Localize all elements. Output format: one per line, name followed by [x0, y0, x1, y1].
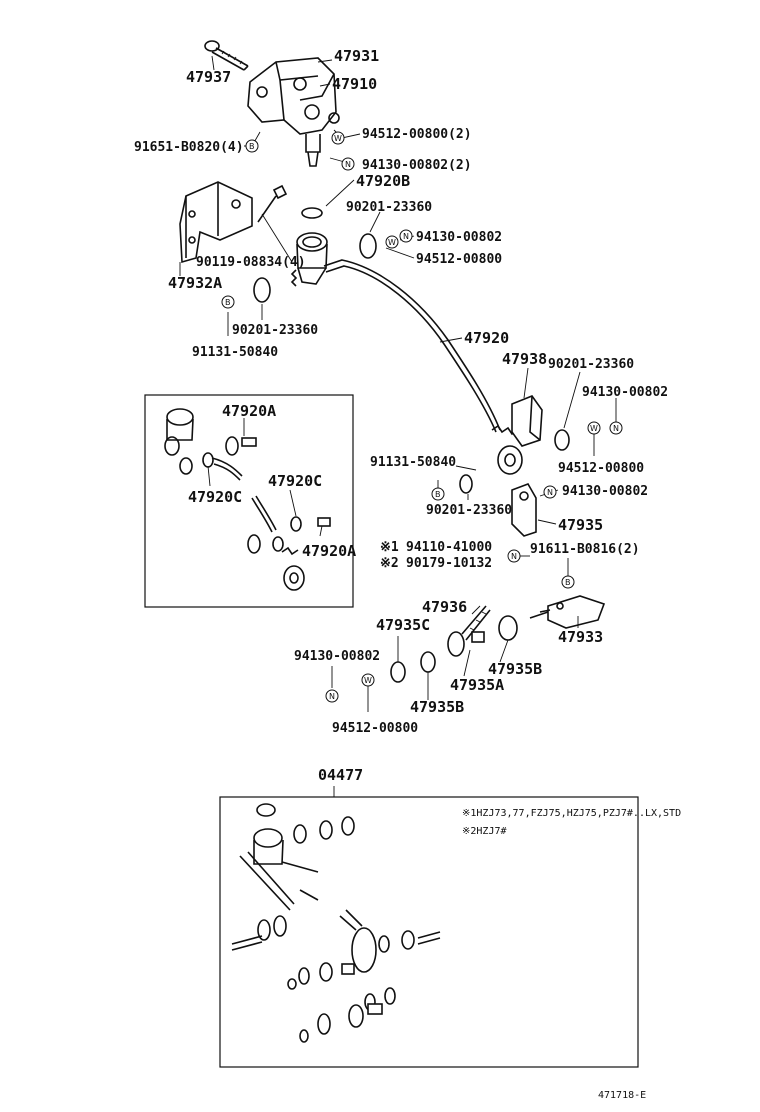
svg-text:N: N — [329, 692, 335, 701]
label-94130-00802-d: 94130-00802 — [294, 649, 380, 664]
label-47920c-left: 47920C — [188, 488, 242, 506]
leader-lines — [179, 55, 617, 797]
note2-mark: ※2 — [380, 556, 399, 571]
label-94130-00802-c: 94130-00802 — [562, 484, 648, 499]
cap-47920b — [301, 207, 323, 219]
label-94130-00802-2: 94130-00802(2) — [362, 158, 472, 173]
label-90201-23360-b: 90201-23360 — [232, 323, 318, 338]
label-47920a-bottom: 47920A — [302, 542, 356, 560]
label-94512-00800-a: 94512-00800 — [416, 252, 502, 267]
note1-mark: ※1 — [380, 540, 399, 555]
label-47935b-right: 47935B — [488, 660, 542, 678]
fastener-symbols: B W N W N B W N B N N B N W — [221, 131, 623, 703]
detail-inset-47920 — [144, 394, 354, 608]
washer-symbol-94512-a: W — [331, 131, 345, 145]
bracket-47932a — [179, 181, 253, 264]
note-1: ※1HZJ73,77,FZJ75,HZJ75,PZJ7#..LX,STD — [462, 808, 681, 819]
valve-assembly-drawing — [179, 40, 606, 683]
label-47920b: 47920B — [356, 172, 410, 190]
figure-id: 471718-E — [598, 1090, 646, 1101]
note-2: ※2HZJ7# — [462, 826, 507, 837]
bolt-47936 — [461, 605, 491, 641]
label-94130-00802-a: 94130-00802 — [416, 230, 502, 245]
label-47935: 47935 — [558, 516, 603, 534]
label-94512-00800-b: 94512-00800 — [558, 461, 644, 476]
bolt-symbol-91611: B — [561, 575, 575, 589]
svg-text:W: W — [590, 424, 598, 433]
nut-symbol-94130-e: N — [325, 689, 339, 703]
label-94512-00800-c: 94512-00800 — [332, 721, 418, 736]
part-labels: 47931 47937 47910 94512-00800(2) 91651-B… — [134, 47, 668, 784]
svg-text:N: N — [511, 552, 517, 561]
label-47933: 47933 — [558, 628, 603, 646]
svg-text:N: N — [403, 232, 409, 241]
nut-symbol-94110: N — [507, 549, 521, 563]
bolt-47937-drawing — [204, 40, 249, 71]
svg-text:N: N — [613, 424, 619, 433]
label-47935b-bottom: 47935B — [410, 698, 464, 716]
lever-joint-upper — [290, 232, 328, 287]
svg-text:B: B — [565, 578, 571, 587]
bolt-symbol-91131-a: B — [221, 295, 235, 309]
label-91611-b0816-2: 91611-B0816(2) — [530, 542, 640, 557]
label-47936: 47936 — [422, 598, 467, 616]
bolt-symbol-91651: B — [245, 139, 259, 153]
svg-text:B: B — [435, 490, 441, 499]
nut-symbol-94130-b: N — [399, 229, 413, 243]
svg-text:W: W — [388, 238, 396, 247]
svg-text:W: W — [364, 676, 372, 685]
inset-04477-drawing — [231, 803, 441, 1043]
nut-symbol-94130-d: N — [543, 485, 557, 499]
label-90201-23360-c: 90201-23360 — [548, 357, 634, 372]
inset-47920-drawing — [164, 408, 331, 591]
label-47935c: 47935C — [376, 616, 430, 634]
washer-symbol-94512-d: W — [361, 673, 375, 687]
label-04477: 04477 — [318, 766, 363, 784]
label-90201-23360-a: 90201-23360 — [346, 200, 432, 215]
svg-text:B: B — [225, 298, 231, 307]
label-90201-23360-d: 90201-23360 — [426, 503, 512, 518]
label-91131-50840-b: 91131-50840 — [370, 455, 456, 470]
label-91131-50840-a: 91131-50840 — [192, 345, 278, 360]
label-47938: 47938 — [502, 350, 547, 368]
svg-text:N: N — [547, 488, 553, 497]
label-47931: 47931 — [334, 47, 379, 65]
bracket-47933 — [547, 595, 606, 629]
label-47935a: 47935A — [450, 676, 504, 694]
label-47932a: 47932A — [168, 274, 222, 292]
washer-symbol-94512-b: W — [385, 235, 399, 249]
linkage-rod-47920 — [323, 259, 501, 431]
label-47920: 47920 — [464, 329, 509, 347]
svg-text:W: W — [334, 134, 342, 143]
bolt-symbol-91131-b: B — [431, 487, 445, 501]
svg-text:N: N — [345, 160, 351, 169]
svg-text:B: B — [249, 142, 255, 151]
label-90179-10132: 90179-10132 — [406, 556, 492, 571]
detail-inset-04477 — [219, 796, 639, 1068]
label-47910: 47910 — [332, 75, 377, 93]
nut-symbol-94130-a: N — [341, 157, 355, 171]
label-47920c-right: 47920C — [268, 472, 322, 490]
label-94512-00800-2: 94512-00800(2) — [362, 127, 472, 142]
label-90119-08834-4: 90119-08834(4) — [196, 255, 306, 270]
label-47937: 47937 — [186, 68, 231, 86]
label-94110-41000: 94110-41000 — [406, 540, 492, 555]
label-94130-00802-b: 94130-00802 — [582, 385, 668, 400]
washer-symbol-94512-c: W — [587, 421, 601, 435]
nut-symbol-94130-c: N — [609, 421, 623, 435]
label-47920a-top: 47920A — [222, 402, 276, 420]
label-91651-b0820-4: 91651-B0820(4) — [134, 140, 244, 155]
plate-47935 — [511, 483, 537, 537]
